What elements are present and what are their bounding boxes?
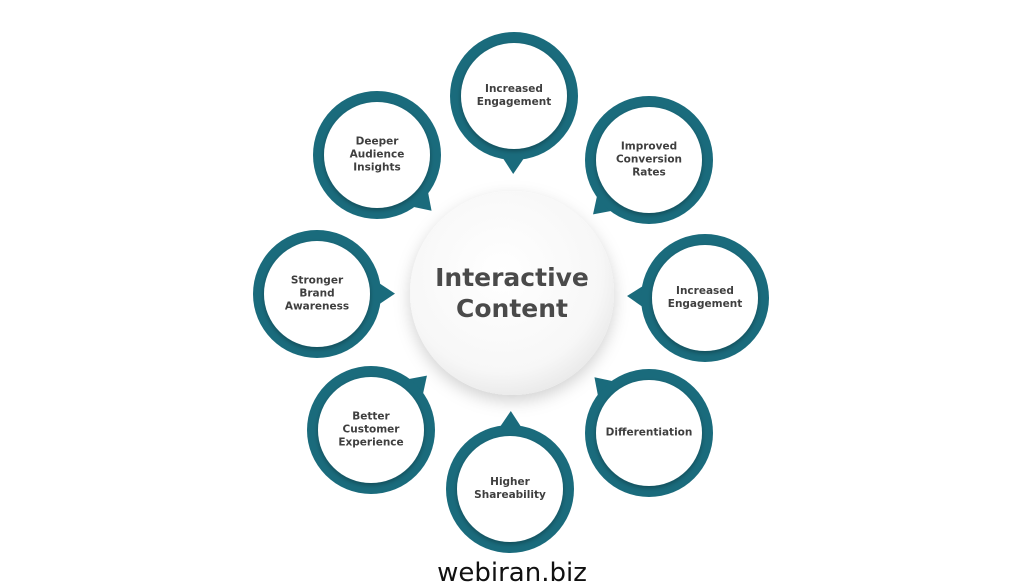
benefit-node-higher-shareability xyxy=(446,411,574,553)
inner-white-circle xyxy=(652,245,758,351)
center-circle xyxy=(410,191,614,395)
benefit-node-improved-conversion-rates xyxy=(585,96,713,224)
benefit-label-stronger-brand-awareness: Stronger Brand Awareness xyxy=(284,274,350,313)
benefit-label-improved-conversion-rates: Improved Conversion Rates xyxy=(615,140,683,179)
benefit-label-differentiation: Differentiation xyxy=(605,426,693,439)
benefit-label-better-customer-experience: Better Customer Experience xyxy=(338,410,404,449)
benefit-label-increased-engagement-right: Increased Engagement xyxy=(667,285,743,310)
benefit-label-deeper-audience-insights: Deeper Audience Insights xyxy=(349,135,405,174)
inner-white-circle xyxy=(457,436,563,542)
benefit-rings xyxy=(253,32,769,553)
center-title: Interactive Content xyxy=(435,263,589,323)
inner-white-circle xyxy=(461,43,567,149)
benefit-node-increased-engagement-right xyxy=(627,234,769,362)
inner-white-circle xyxy=(596,107,702,213)
benefit-node-stronger-brand-awareness xyxy=(253,230,395,358)
benefit-label-higher-shareability: Higher Shareability xyxy=(474,476,546,501)
footer-brand-text: webiran.biz xyxy=(437,558,587,588)
benefit-node-better-customer-experience xyxy=(307,366,435,494)
benefit-label-increased-engagement-top: Increased Engagement xyxy=(476,83,552,108)
inner-white-circle xyxy=(318,377,424,483)
benefit-node-increased-engagement-top xyxy=(450,32,578,174)
inner-white-circle xyxy=(324,102,430,208)
benefit-node-deeper-audience-insights xyxy=(313,91,441,219)
benefit-node-differentiation xyxy=(585,369,713,497)
inner-white-circle xyxy=(596,380,702,486)
inner-white-circle xyxy=(264,241,370,347)
